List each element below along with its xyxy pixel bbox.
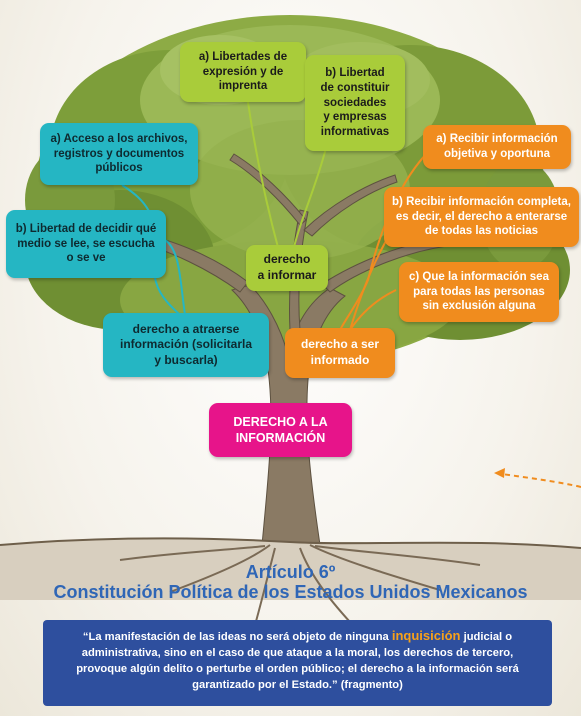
box-right-to-be-informed: derecho a ser informado [285, 328, 395, 378]
box-freedom-of-expression: a) Libertades de expresión y de imprenta [180, 42, 306, 102]
constitution-title: Constitución Política de los Estados Uni… [53, 582, 528, 602]
quote-highlight-term: inquisición [391, 628, 461, 643]
quote-text-end: judicial o administrativa, sino en el ca… [76, 631, 519, 691]
tree-roots [119, 544, 481, 626]
constitution-quote: “La manifestación de las ideas no será o… [43, 620, 552, 706]
box-objective-information: a) Recibir información objetiva y oportu… [423, 125, 571, 169]
box-complete-information: b) Recibir información completa, es deci… [384, 187, 579, 247]
dashed-arrow [494, 468, 581, 488]
quote-text-start: “La manifestación de las ideas no será o… [82, 631, 392, 643]
article-title: Artículo 6º [245, 562, 336, 582]
box-information-for-everyone: c) Que la información sea para todas las… [399, 262, 559, 322]
box-right-to-information: DERECHO A LA INFORMACIÓN [209, 403, 352, 457]
tree-ground [0, 537, 581, 600]
box-right-to-inform: derecho a informar [246, 245, 328, 291]
box-freedom-to-choose-media: b) Libertad de decidir qué medio se lee,… [6, 210, 166, 278]
box-freedom-to-form-companies: b) Libertad de constituir sociedades y e… [305, 55, 405, 151]
box-right-to-seek-information: derecho a atraerse información (solicita… [103, 313, 269, 377]
box-access-to-archives: a) Acceso a los archivos, registros y do… [40, 123, 198, 185]
